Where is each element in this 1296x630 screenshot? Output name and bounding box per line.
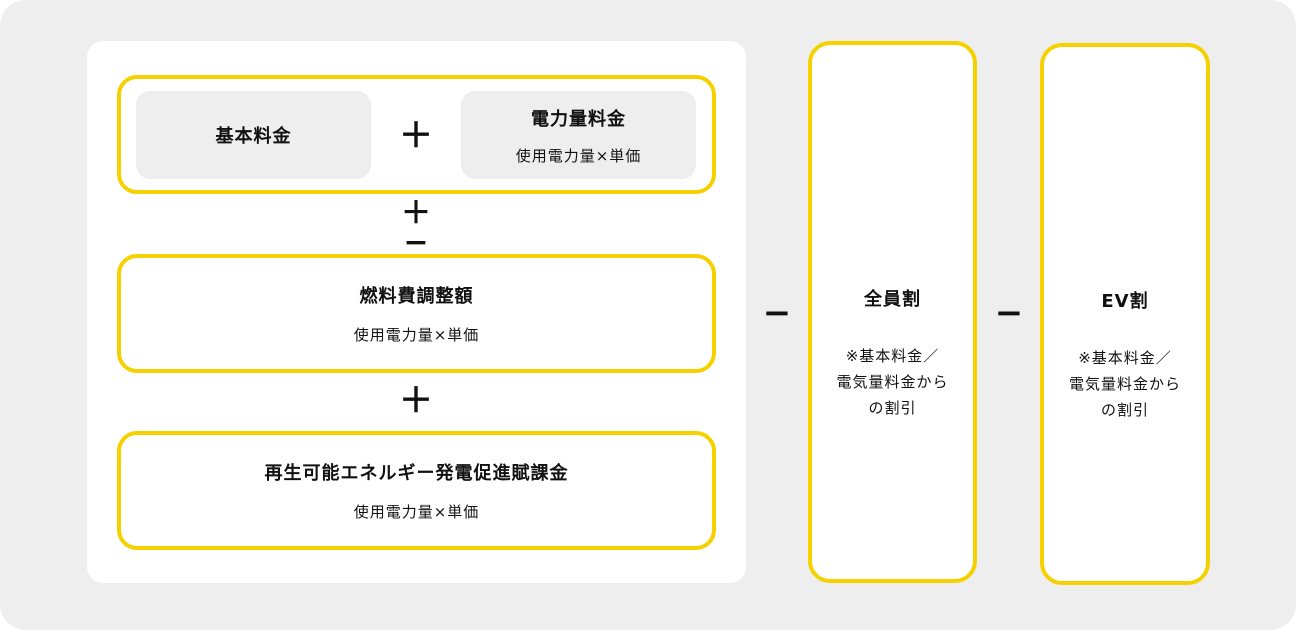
plus-operator: ＋	[399, 116, 433, 156]
renewable-levy-title: 再生可能エネルギー発電促進賦課金	[264, 463, 569, 484]
discount-all-members-box: 全員割 ※基本料金／ 電気量料金から の割引	[808, 41, 977, 583]
plus-operator-2: ＋	[399, 381, 433, 421]
discount-ev-note: ※基本料金／ 電気量料金から の割引	[1069, 345, 1181, 423]
discount-ev-box: EV割 ※基本料金／ 電気量料金から の割引	[1040, 43, 1210, 585]
discount-all-members-note: ※基本料金／ 電気量料金から の割引	[836, 343, 948, 421]
minus-operator-1: −	[762, 293, 792, 333]
renewable-levy-box: 再生可能エネルギー発電促進賦課金 使用電力量×単価	[117, 431, 716, 550]
energy-fee-box: 電力量料金 使用電力量×単価	[461, 91, 696, 179]
energy-fee-formula: 使用電力量×単価	[515, 146, 642, 165]
base-fee-label: 基本料金	[215, 126, 292, 147]
fuel-adjustment-formula: 使用電力量×単価	[353, 326, 480, 344]
note-line: ※基本料金／	[845, 347, 940, 365]
note-line: 電気量料金から	[1068, 375, 1181, 393]
discount-ev-title: EV割	[1101, 291, 1149, 312]
note-line: の割引	[1100, 401, 1149, 419]
plus-minus-bottom: −	[403, 224, 429, 260]
discount-all-members-title: 全員割	[864, 289, 921, 310]
fuel-adjustment-box: 燃料費調整額 使用電力量×単価	[117, 254, 716, 373]
energy-fee-title: 電力量料金	[531, 108, 626, 130]
note-line: ※基本料金／	[1078, 349, 1172, 367]
base-fee-box: 基本料金	[136, 91, 371, 179]
note-line: 電気量料金から	[836, 373, 949, 391]
fuel-adjustment-title: 燃料費調整額	[359, 286, 474, 307]
plus-minus-top: ＋	[401, 196, 431, 231]
renewable-levy-formula: 使用電力量×単価	[353, 503, 480, 521]
note-line: の割引	[868, 399, 917, 417]
minus-operator-2: −	[994, 293, 1024, 333]
plus-minus-operator: ＋ −	[396, 196, 436, 260]
